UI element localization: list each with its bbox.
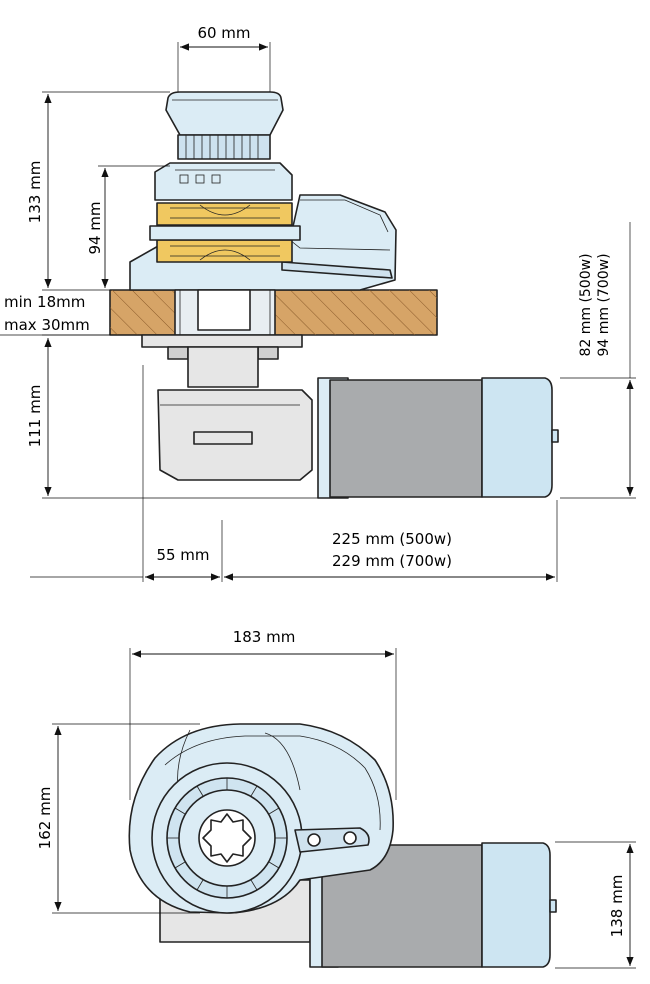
warping-drum — [165, 91, 284, 160]
dim-motor-clearance-700: 94 mm (700w) — [596, 253, 612, 356]
dim-top-view-depth: 162 mm — [36, 787, 54, 850]
dim-motor-clearance-500: 82 mm (500w) — [578, 253, 594, 356]
under-deck-flange — [141, 334, 303, 388]
dim-gypsy-height: 133 mm — [26, 161, 44, 224]
top-lever-plate — [294, 827, 370, 853]
side-dimension-lines — [0, 42, 636, 582]
electric-motor — [317, 377, 559, 499]
dim-top-width: 60 mm — [197, 24, 250, 42]
top-drum — [151, 762, 303, 914]
top-view: 183 mm 162 mm 138 mm — [36, 628, 636, 969]
top-motor — [309, 841, 557, 968]
deck-shaft — [174, 289, 276, 336]
dim-below-deck-height: 111 mm — [26, 385, 44, 448]
dim-deck-max: max 30mm — [4, 316, 90, 334]
gypsy-cap — [154, 162, 293, 201]
dim-motor-length-500: 225 mm (500w) — [332, 530, 452, 548]
dim-top-view-width: 183 mm — [233, 628, 296, 646]
dim-deck-min: min 18mm — [4, 293, 85, 311]
side-view: 60 mm 133 mm 94 mm min 18mm max 30mm 111… — [0, 24, 636, 582]
top-dimension-lines — [52, 648, 636, 969]
gearbox — [157, 389, 313, 481]
chain-gypsy — [149, 202, 301, 263]
dim-motor-length-700: 229 mm (700w) — [332, 552, 452, 570]
dim-offset: 55 mm — [156, 546, 209, 564]
dim-chain-height: 94 mm — [86, 201, 104, 254]
dim-top-view-motor-depth: 138 mm — [608, 875, 626, 938]
